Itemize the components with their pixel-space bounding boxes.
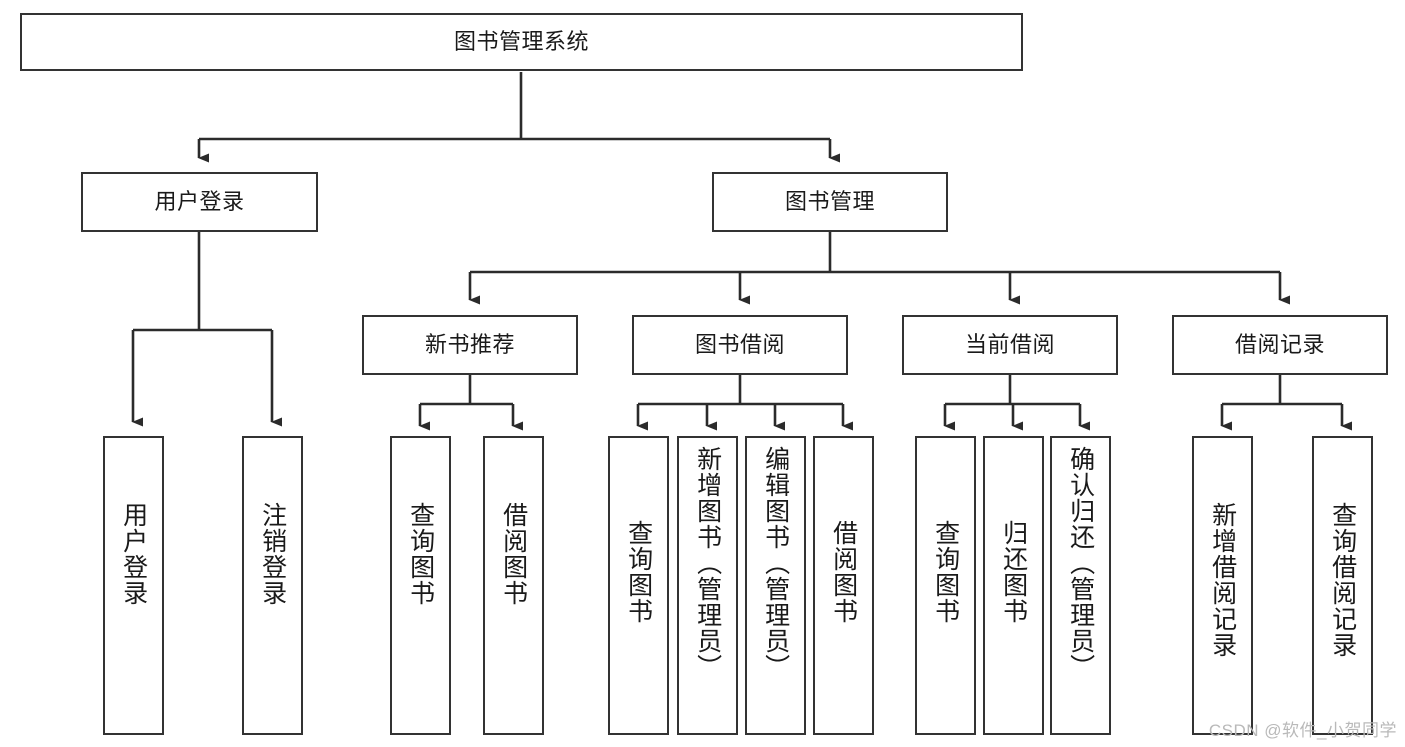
leaf-borrow-query-book-label: 查询图书 [624, 520, 653, 624]
leaf-rec-query-book-label: 查询图书 [406, 502, 435, 606]
node-book-borrow[interactable]: 图书借阅 [632, 315, 848, 375]
node-root-label: 图书管理系统 [453, 29, 589, 55]
node-new-book-recommend[interactable]: 新书推荐 [362, 315, 578, 375]
leaf-current-confirm-return[interactable]: 确认归还（管理员） [1050, 436, 1111, 735]
leaf-user-login[interactable]: 用户登录 [103, 436, 164, 735]
leaf-logout-label: 注销登录 [258, 502, 287, 606]
leaf-current-query-book[interactable]: 查询图书 [915, 436, 976, 735]
node-current-borrow-label: 当前借阅 [964, 332, 1055, 358]
leaf-borrow-add-book-label: 新增图书（管理员） [693, 446, 722, 680]
leaf-current-return-book-label: 归还图书 [999, 520, 1028, 624]
leaf-user-login-label: 用户登录 [119, 502, 148, 606]
leaf-borrow-edit-book[interactable]: 编辑图书（管理员） [745, 436, 806, 735]
node-book-management[interactable]: 图书管理 [712, 172, 948, 232]
leaf-borrow-borrow-book[interactable]: 借阅图书 [813, 436, 874, 735]
node-user-login[interactable]: 用户登录 [81, 172, 318, 232]
leaf-record-query[interactable]: 查询借阅记录 [1312, 436, 1373, 735]
leaf-current-confirm-return-label: 确认归还（管理员） [1066, 446, 1095, 680]
leaf-record-add-label: 新增借阅记录 [1208, 502, 1237, 658]
leaf-record-query-label: 查询借阅记录 [1328, 502, 1357, 658]
leaf-borrow-query-book[interactable]: 查询图书 [608, 436, 669, 735]
node-root[interactable]: 图书管理系统 [20, 13, 1023, 71]
leaf-rec-query-book[interactable]: 查询图书 [390, 436, 451, 735]
leaf-borrow-borrow-book-label: 借阅图书 [829, 520, 858, 624]
node-current-borrow[interactable]: 当前借阅 [902, 315, 1118, 375]
node-book-management-label: 图书管理 [784, 189, 875, 215]
leaf-rec-borrow-book-label: 借阅图书 [499, 502, 528, 606]
node-new-book-recommend-label: 新书推荐 [424, 332, 515, 358]
leaf-current-return-book[interactable]: 归还图书 [983, 436, 1044, 735]
leaf-borrow-add-book[interactable]: 新增图书（管理员） [677, 436, 738, 735]
node-user-login-label: 用户登录 [154, 189, 245, 215]
watermark: CSDN @软件_小贺同学 [1208, 721, 1397, 740]
leaf-rec-borrow-book[interactable]: 借阅图书 [483, 436, 544, 735]
node-borrow-record[interactable]: 借阅记录 [1172, 315, 1388, 375]
leaf-current-query-book-label: 查询图书 [931, 520, 960, 624]
leaf-logout[interactable]: 注销登录 [242, 436, 303, 735]
node-book-borrow-label: 图书借阅 [694, 332, 785, 358]
leaf-record-add[interactable]: 新增借阅记录 [1192, 436, 1253, 735]
node-borrow-record-label: 借阅记录 [1234, 332, 1325, 358]
leaf-borrow-edit-book-label: 编辑图书（管理员） [761, 446, 790, 680]
